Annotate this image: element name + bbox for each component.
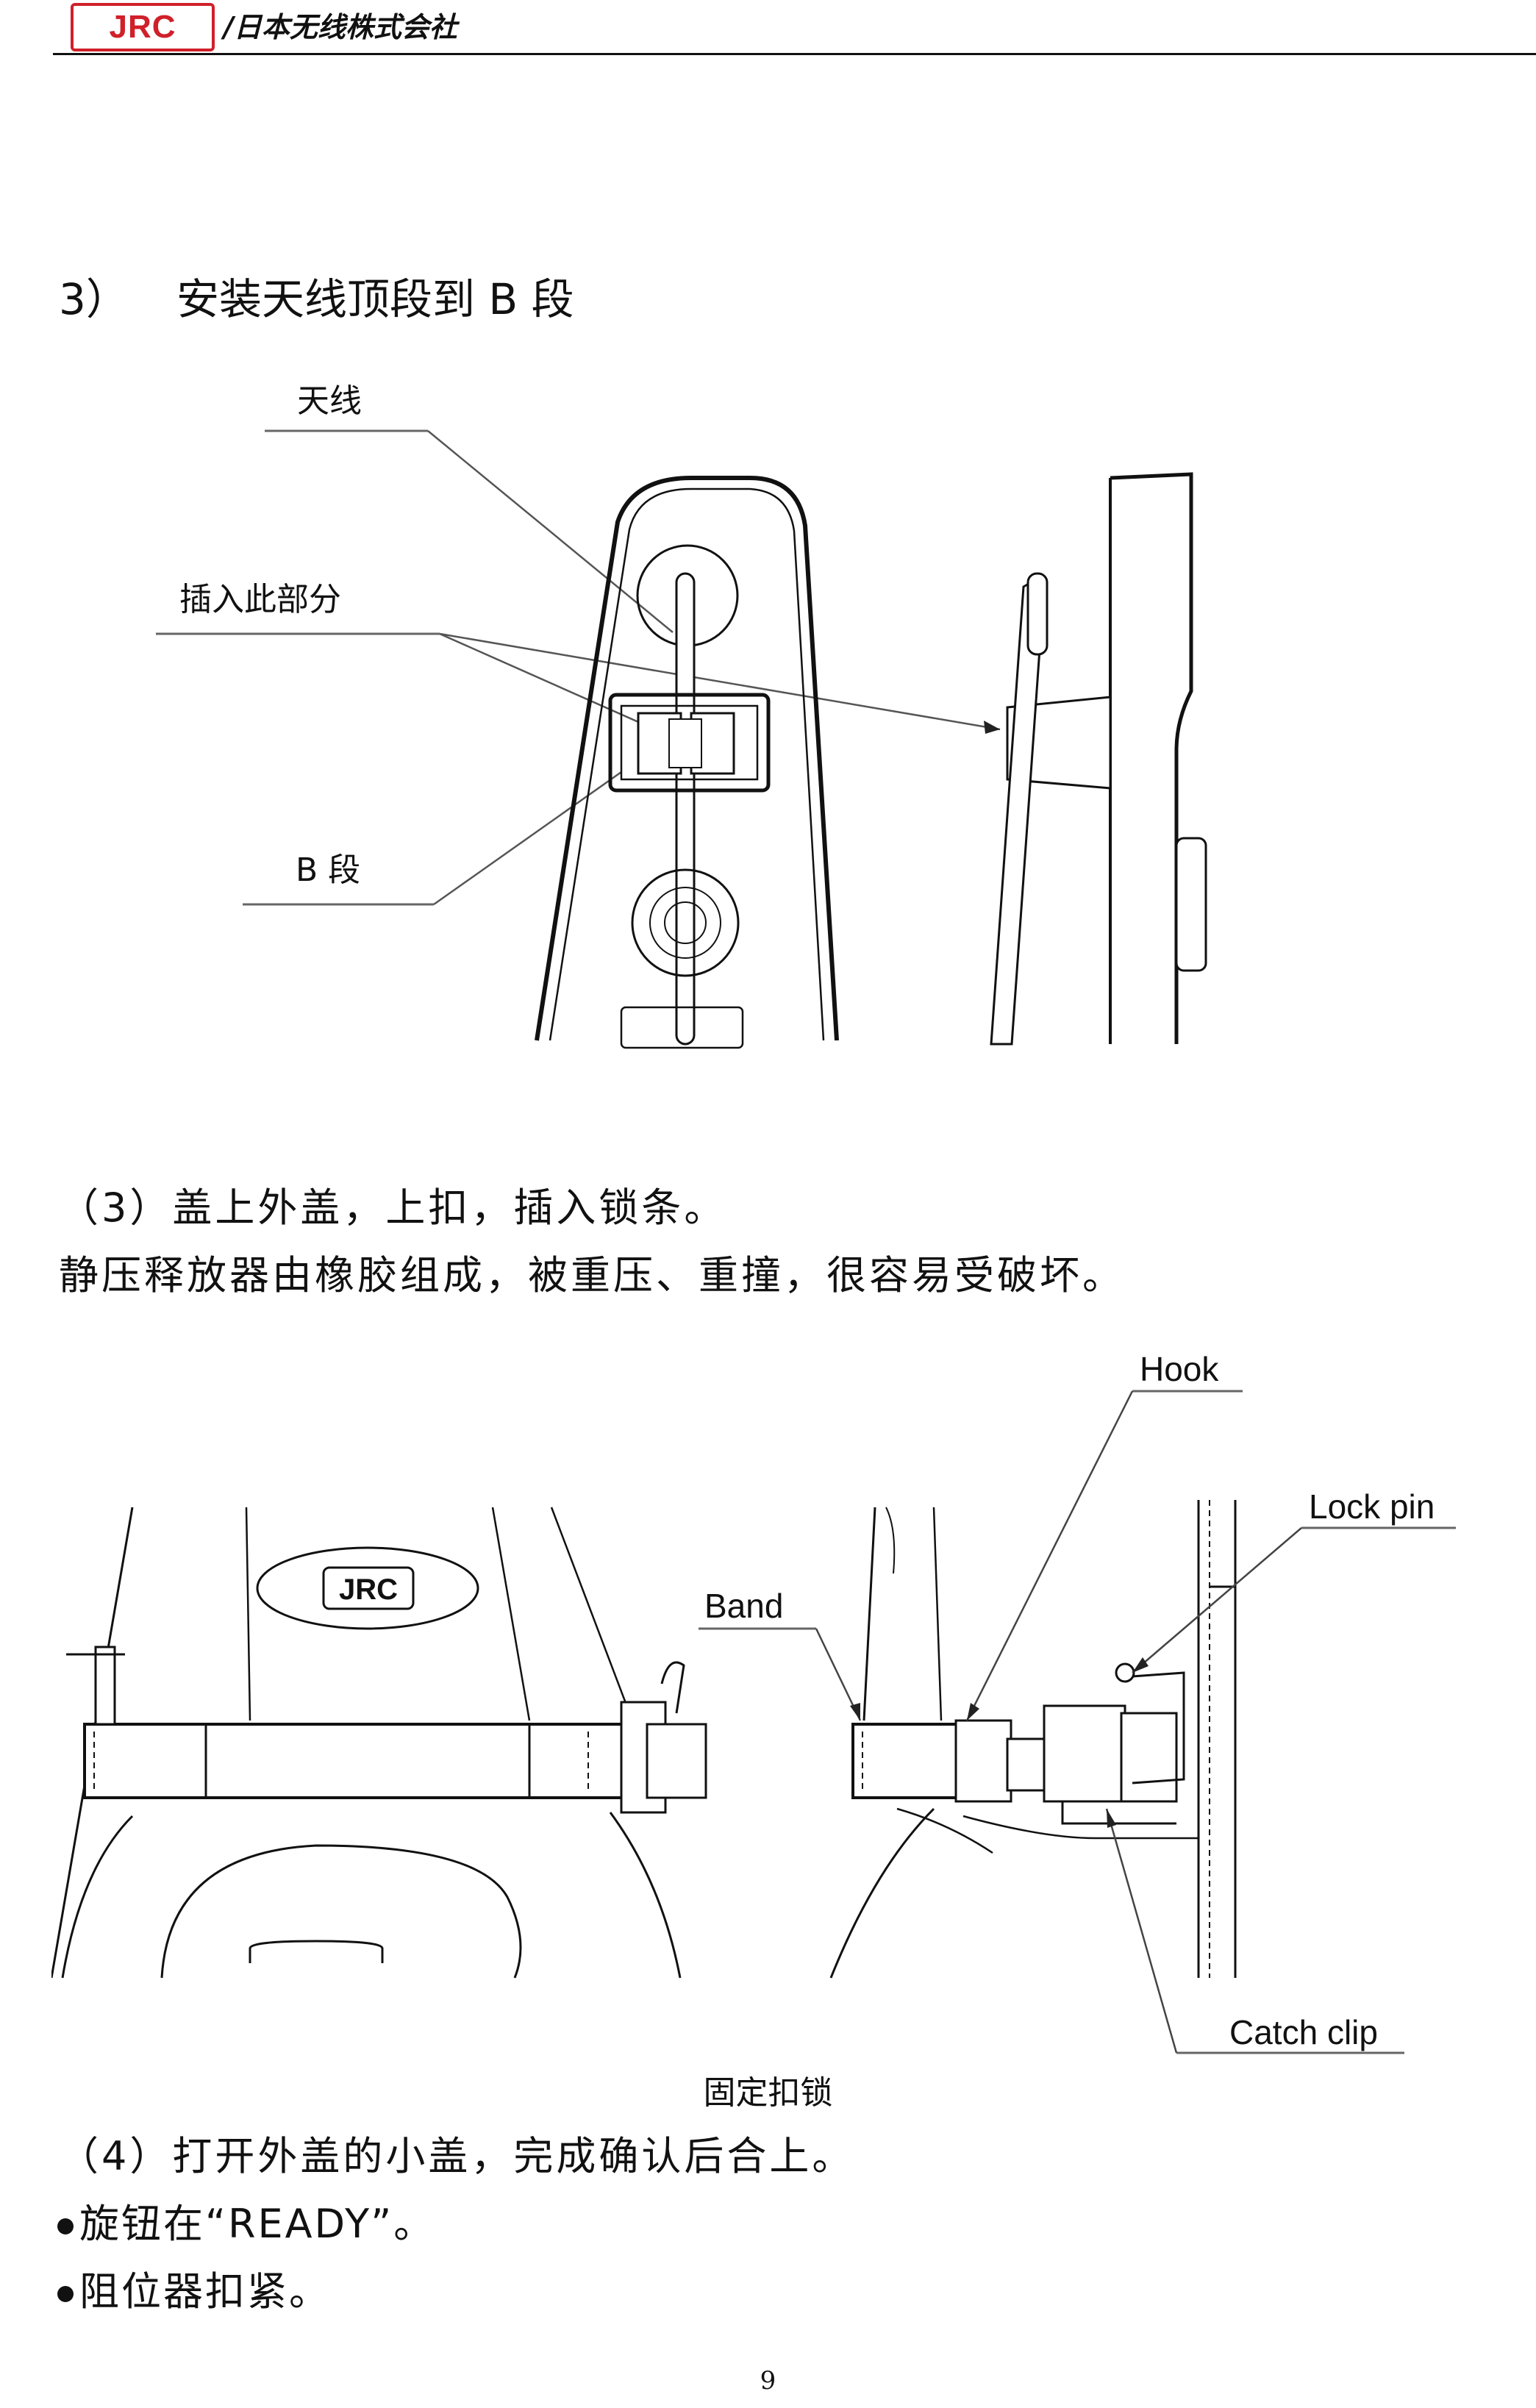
antenna-install-diagram: 天线 插入此部分 B 段 (132, 368, 1235, 1059)
bullet-item: 旋钮在“READY”。 (57, 2191, 435, 2249)
step4-instruction: （4）打开外盖的小盖，完成确认后合上。 (59, 2133, 855, 2179)
device-logo: JRC (339, 1573, 398, 1606)
bullet-icon (57, 2218, 74, 2235)
page-number: 9 (760, 2366, 776, 2396)
step3-warning: 静压释放器由橡胶组成，被重压、重撞，很容易受破坏。 (59, 1252, 1125, 1298)
label-hook: Hook (1140, 1350, 1219, 1388)
label-band: Band (704, 1587, 783, 1625)
jrc-logo: JRC (71, 3, 215, 51)
label-insert-here: 插入此部分 (179, 581, 341, 618)
page-header: JRC /日本无线株式会社 (53, 0, 1536, 57)
label-catch-clip: Catch clip (1229, 2013, 1378, 2051)
section-number: 3） (59, 274, 129, 324)
catch-clip-diagram: JRC (51, 1338, 1485, 2059)
header-divider (53, 53, 1536, 55)
section-title: 3） 安装天线顶段到 B 段 (59, 265, 574, 326)
bullet-icon (57, 2286, 74, 2303)
step3-instruction: （3）盖上外盖，上扣，插入锁条。 (59, 1185, 727, 1231)
label-b-section: B 段 (296, 851, 360, 889)
figure-caption: 固定扣锁 (703, 2074, 833, 2112)
label-antenna: 天线 (297, 382, 362, 420)
bullet-text: 旋钮在“READY”。 (79, 2201, 436, 2247)
label-lock-pin: Lock pin (1309, 1487, 1435, 1526)
company-name: /日本无线株式会社 (224, 11, 457, 43)
bullet-item: 阻位器扣紧。 (57, 2259, 331, 2317)
logo-text: JRC (109, 9, 176, 45)
section-heading: 安装天线顶段到 B 段 (176, 274, 574, 324)
bullet-text: 阻位器扣紧。 (79, 2268, 331, 2315)
